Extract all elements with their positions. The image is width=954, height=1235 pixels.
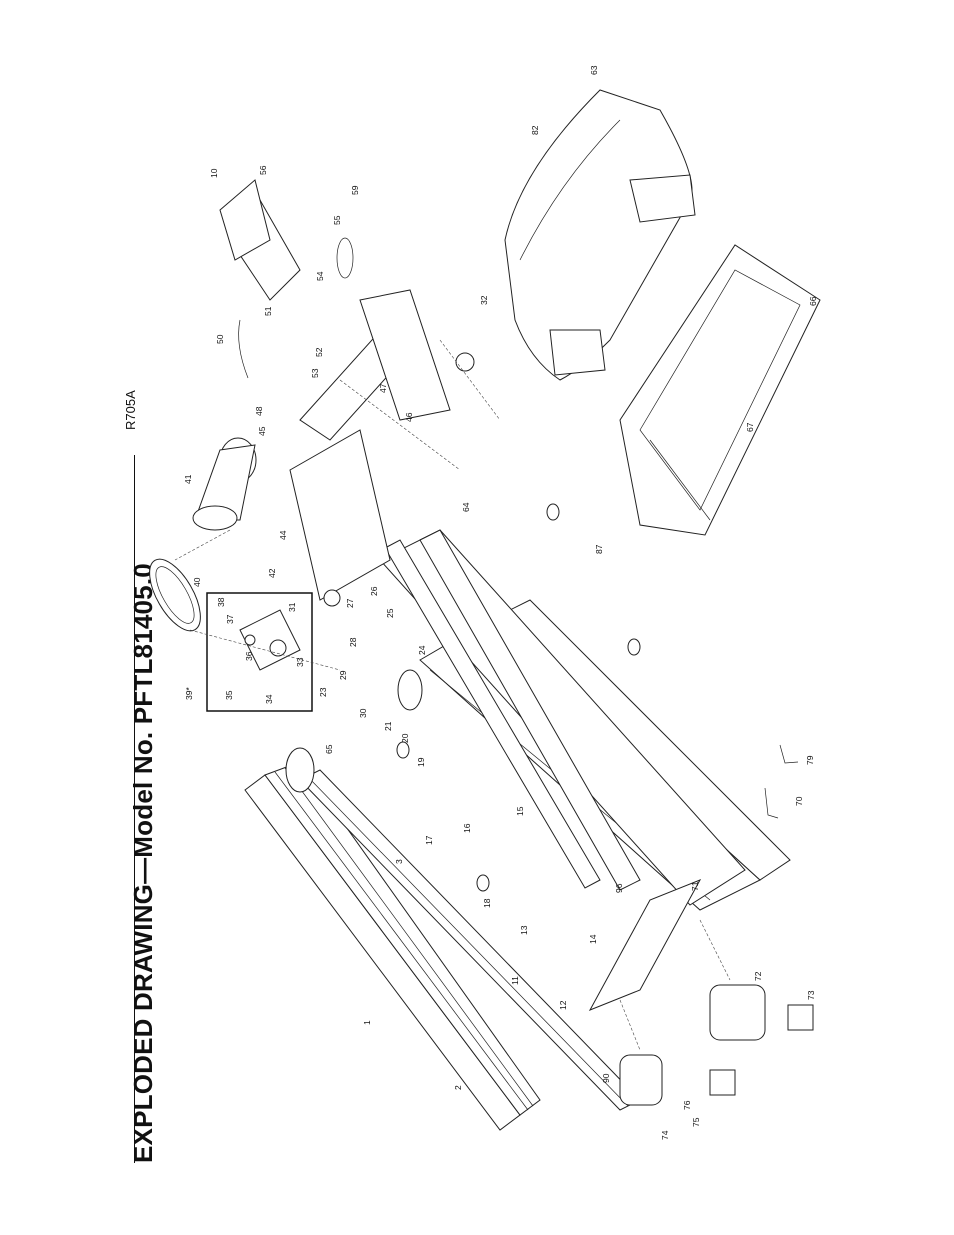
- callout: 75: [691, 1117, 701, 1127]
- callout: 46: [404, 412, 414, 422]
- pulleys: [323, 352, 641, 892]
- rear-feet: [619, 984, 814, 1106]
- callout: 73: [806, 990, 816, 1000]
- title-divider: [134, 455, 135, 1163]
- callout: 63: [589, 65, 599, 75]
- callout: 72: [753, 971, 763, 981]
- callout: 96: [614, 883, 624, 893]
- callout: 40: [192, 577, 202, 587]
- callout: 32: [479, 295, 489, 305]
- callout: 67: [745, 422, 755, 432]
- callout: 82: [530, 125, 540, 135]
- callout: 1: [362, 1020, 372, 1025]
- callout: 59: [350, 185, 360, 195]
- callout: 13: [519, 925, 529, 935]
- callout: 16: [462, 823, 472, 833]
- callout: 19: [416, 757, 426, 767]
- callout: 31: [287, 602, 297, 612]
- callout: 87: [594, 544, 604, 554]
- assembly-lines: [174, 339, 731, 1051]
- callout: 74: [660, 1130, 670, 1140]
- callout: 2: [453, 1085, 463, 1090]
- callout: 56: [258, 165, 268, 175]
- callout: 41: [183, 474, 193, 484]
- callout: 45: [257, 426, 267, 436]
- callout: 55: [332, 215, 342, 225]
- callout: 3: [394, 859, 404, 864]
- callout: 51: [263, 306, 273, 316]
- upright-frame: [289, 289, 451, 601]
- callout: 15: [515, 806, 525, 816]
- drive-belt: [149, 558, 201, 632]
- rear-roller: [285, 669, 423, 793]
- callout: 64: [461, 502, 471, 512]
- controller-plate: [219, 179, 301, 301]
- callout: 50: [215, 334, 225, 344]
- hood: [504, 89, 696, 381]
- callout: 24: [417, 645, 427, 655]
- callout: 14: [588, 934, 598, 944]
- callout: 17: [424, 835, 434, 845]
- callout: 20: [400, 733, 410, 743]
- callout-labels: 1 2 3 10 11 12 13 14 15 16 17 18 19 20 2…: [183, 65, 818, 1140]
- callout: 12: [558, 1000, 568, 1010]
- callout: 25: [385, 608, 395, 618]
- callout: 52: [314, 347, 324, 357]
- callout: 35: [224, 690, 234, 700]
- callout: 76: [682, 1100, 692, 1110]
- right-side-rail: [384, 529, 641, 891]
- callout: 47: [378, 383, 388, 393]
- callout: 21: [383, 721, 393, 731]
- callout: 42: [267, 568, 277, 578]
- callout: 90: [601, 1073, 611, 1083]
- callout: 79: [805, 755, 815, 765]
- callout: 38: [216, 597, 226, 607]
- callout: 53: [310, 368, 320, 378]
- callout: 48: [254, 406, 264, 416]
- callout: 34: [264, 694, 274, 704]
- left-side-rail: [244, 761, 541, 1131]
- motor: [192, 437, 257, 531]
- callout: 27: [345, 598, 355, 608]
- inset-label: 39*: [184, 687, 194, 700]
- callout: 23: [318, 687, 328, 697]
- callout: 30: [358, 708, 368, 718]
- base-67: [619, 244, 821, 536]
- callout: 18: [482, 898, 492, 908]
- callout: 36: [244, 651, 254, 661]
- inset-part-39: [206, 592, 313, 712]
- callout: 44: [278, 530, 288, 540]
- wire-harness: [238, 237, 354, 379]
- callout: 28: [348, 637, 358, 647]
- callout: 37: [225, 614, 235, 624]
- callout: 66: [808, 296, 818, 306]
- callout: 65: [324, 744, 334, 754]
- callout: 71: [690, 881, 700, 891]
- callout: 33: [295, 657, 305, 667]
- callout: 10: [209, 168, 219, 178]
- callout: 70: [794, 796, 804, 806]
- callout: 54: [315, 271, 325, 281]
- hex-keys: [764, 744, 799, 819]
- callout: 29: [338, 670, 348, 680]
- callout: 26: [369, 586, 379, 596]
- callout: 11: [510, 976, 520, 985]
